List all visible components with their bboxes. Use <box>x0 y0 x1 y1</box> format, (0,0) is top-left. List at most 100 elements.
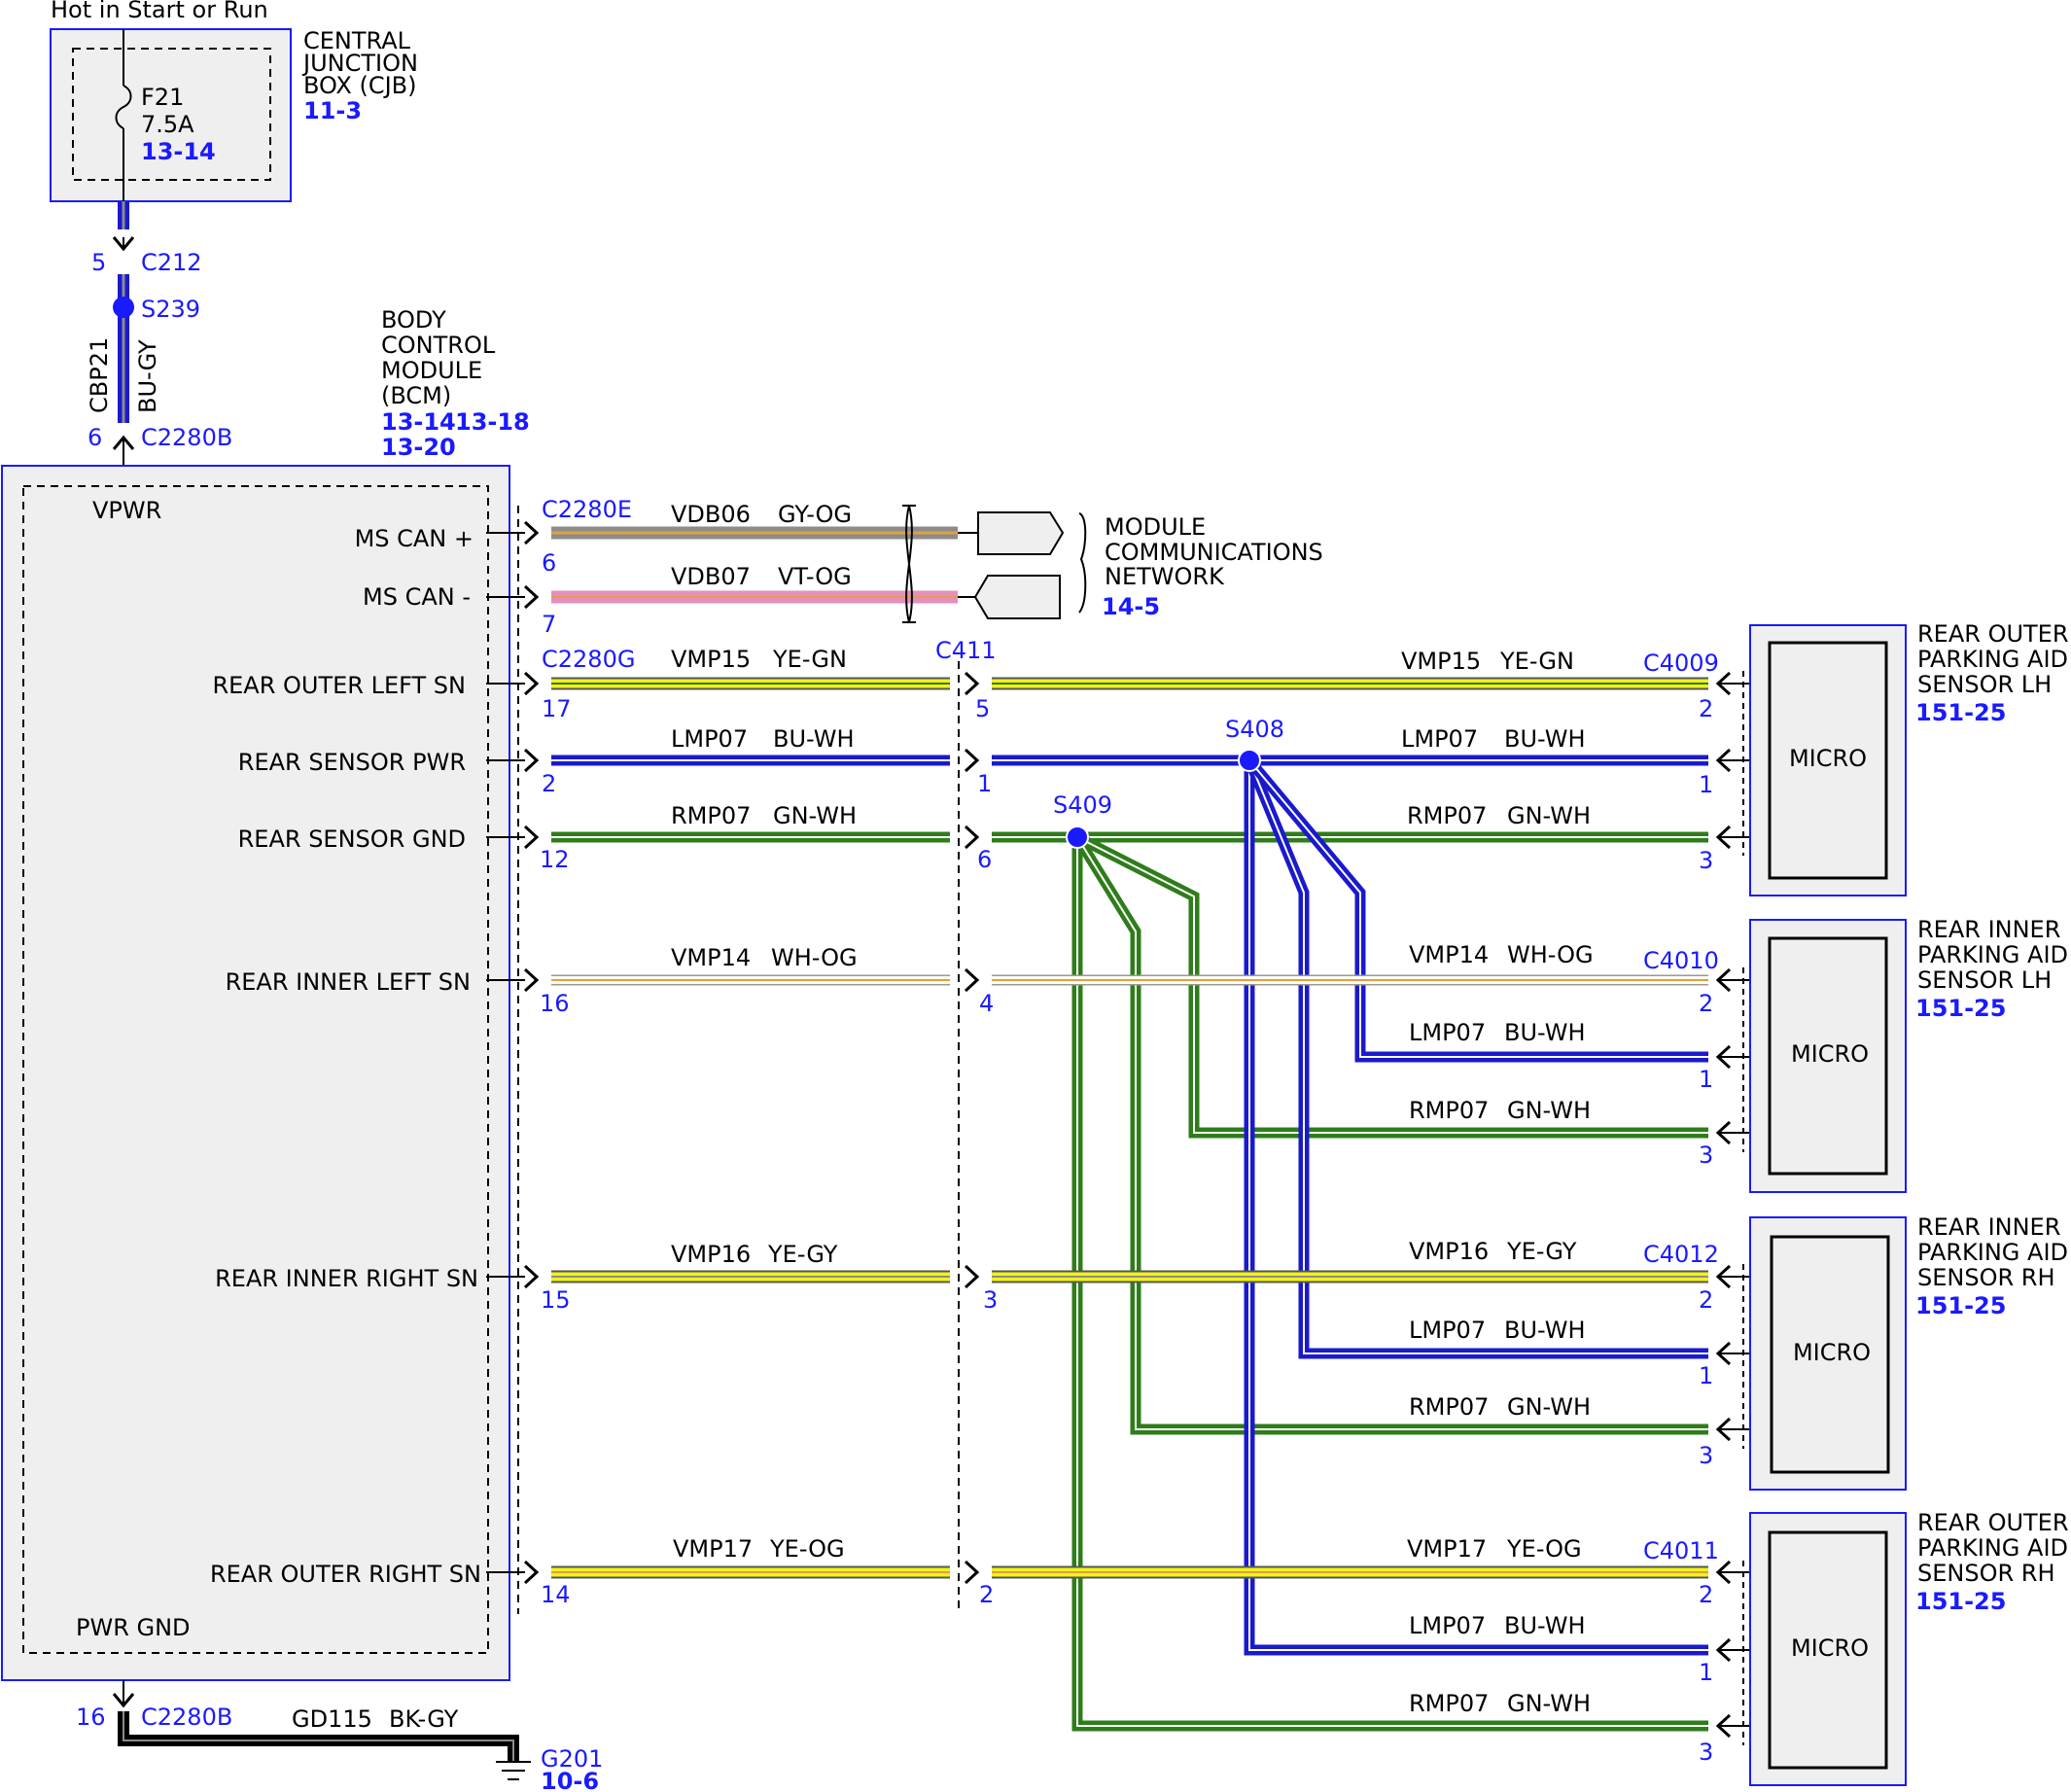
vmp15-color-b: YE-GN <box>1499 648 1574 675</box>
bcm-title-4: (BCM) <box>381 382 451 409</box>
bcm-ref-1: 13-14 <box>381 408 456 436</box>
vdb07-circuit: VDB07 <box>671 563 751 590</box>
wire-vmp14 <box>486 967 1770 993</box>
cjb-title-3: BOX (CJB) <box>303 72 417 99</box>
rmp07-color-s2: GN-WH <box>1507 1097 1591 1124</box>
lmp07-branches <box>1244 756 1708 1656</box>
sensor-4-title-3: SENSOR RH <box>1917 1560 2055 1587</box>
s4-sn-pin: 2 <box>1699 1581 1713 1608</box>
vmp16-circuit-b: VMP16 <box>1409 1238 1489 1265</box>
network-connector-minus-icon <box>973 575 1061 619</box>
c2280b-top-pin: 6 <box>88 424 102 451</box>
c4011-name: C4011 <box>1643 1537 1719 1564</box>
ground-icon <box>496 1761 531 1780</box>
c2280b-bottom-pin: 16 <box>76 1704 106 1731</box>
s3-sn-pin: 2 <box>1699 1286 1713 1314</box>
lmp07-color-a: BU-WH <box>773 725 855 753</box>
sensor-3-title-3: SENSOR RH <box>1917 1264 2055 1291</box>
fuse-id: F21 <box>141 84 184 111</box>
sensor-3-title-2: PARKING AID <box>1917 1239 2068 1266</box>
bcm-box <box>1 465 510 1681</box>
sensor-3-ref: 151-25 <box>1915 1292 2006 1319</box>
s409-splice <box>1066 826 1089 849</box>
pin-rear-inner-right: REAR INNER RIGHT SN <box>215 1265 478 1292</box>
c2280b-top-name: C2280B <box>141 424 232 451</box>
vdb07-color: VT-OG <box>778 563 852 590</box>
network-title-2: COMMUNICATIONS <box>1105 539 1323 566</box>
vmp15-color-a: YE-GN <box>772 646 847 673</box>
s3-gnd-pin: 3 <box>1699 1442 1713 1469</box>
gd115-circuit: GD115 <box>292 1705 372 1733</box>
cjb-inner-box <box>72 48 271 181</box>
c2280b-bottom-arrow-icon <box>112 1693 135 1708</box>
s239-splice <box>113 297 134 318</box>
network-title-3: NETWORK <box>1105 563 1225 590</box>
pin-rear-sensor-gnd: REAR SENSOR GND <box>238 826 466 853</box>
rmp07-circuit-a: RMP07 <box>671 802 751 829</box>
vmp17-color-a: YE-OG <box>769 1535 845 1563</box>
network-connector-plus-icon <box>977 511 1065 555</box>
feed-circuit: CBP21 <box>86 337 113 413</box>
rmp07-color-s4: GN-WH <box>1507 1690 1591 1717</box>
c2280g-pin-14: 14 <box>541 1581 571 1608</box>
sensor-3-micro: MICRO <box>1793 1339 1871 1366</box>
sensor-1-title-1: REAR OUTER <box>1917 620 2069 648</box>
supply-label: Hot in Start or Run <box>51 0 268 23</box>
rmp07-circuit-s2: RMP07 <box>1409 1097 1489 1124</box>
network-brace-icon <box>1078 512 1087 614</box>
s2-sn-pin: 2 <box>1699 990 1713 1017</box>
wire-rmp07-main <box>486 825 1770 850</box>
lmp07-circuit-b: LMP07 <box>1401 725 1478 753</box>
sensor-1-micro: MICRO <box>1789 745 1867 772</box>
vmp17-circuit-a: VMP17 <box>673 1535 753 1563</box>
c2280g-pin-15: 15 <box>541 1286 571 1314</box>
c2280g-pin-17: 17 <box>542 695 572 722</box>
bcm-ref-3: 13-20 <box>381 434 456 461</box>
s239-name: S239 <box>141 296 200 323</box>
vmp14-color-b: WH-OG <box>1507 941 1594 968</box>
fuse-rating: 7.5A <box>141 111 194 138</box>
vmp15-circuit-a: VMP15 <box>671 646 751 673</box>
c411-pin-3: 3 <box>983 1286 998 1314</box>
cjb-title-2: JUNCTION <box>301 50 418 77</box>
g201-ref: 10-6 <box>541 1768 599 1792</box>
gd115-wire-stripe <box>123 1711 514 1762</box>
s2-gnd-pin: 3 <box>1699 1142 1713 1169</box>
vmp14-color-a: WH-OG <box>771 944 858 971</box>
sensor-4-title-2: PARKING AID <box>1917 1534 2068 1562</box>
c212-pin: 5 <box>91 249 106 276</box>
sensor-rear-inner-rh: MICRO REAR INNER PARKING AID SENSOR RH 1… <box>1742 1213 2068 1491</box>
sensor-rear-outer-lh: MICRO REAR OUTER PARKING AID SENSOR LH 1… <box>1742 620 2069 896</box>
c411-name: C411 <box>935 637 997 664</box>
sensor-2-title-2: PARKING AID <box>1917 941 2068 968</box>
wire-vmp16 <box>486 1264 1770 1289</box>
bcm-ref-2: 13-18 <box>455 408 530 436</box>
c4012-name: C4012 <box>1643 1241 1719 1268</box>
s1-gnd-pin: 3 <box>1699 847 1713 874</box>
bcm-pwr-gnd: PWR GND <box>76 1614 191 1641</box>
bcm-vpwr: VPWR <box>92 497 161 524</box>
c411-pin-5: 5 <box>975 695 990 722</box>
c2280g-pin-2: 2 <box>542 770 556 797</box>
sensor-3-title-1: REAR INNER <box>1917 1213 2060 1241</box>
sensor-rear-inner-lh: MICRO REAR INNER PARKING AID SENSOR LH 1… <box>1742 916 2068 1193</box>
sensor-1-ref: 151-25 <box>1915 699 2006 726</box>
cjb-ref: 11-3 <box>303 97 362 124</box>
s408-splice <box>1238 749 1261 772</box>
rmp07-circuit-s3: RMP07 <box>1409 1393 1489 1421</box>
lmp07-circuit-s2: LMP07 <box>1409 1019 1486 1046</box>
fuse-icon <box>115 85 132 129</box>
fuse-ref: 13-14 <box>141 138 216 165</box>
vmp14-circuit-a: VMP14 <box>671 944 751 971</box>
vdb06-circuit: VDB06 <box>671 501 751 528</box>
sensor-2-micro: MICRO <box>1791 1040 1869 1068</box>
c4010-name: C4010 <box>1643 947 1719 974</box>
network-ref: 14-5 <box>1102 593 1160 620</box>
sensor-4-ref: 151-25 <box>1915 1588 2006 1615</box>
cjb-title-1: CENTRAL <box>303 27 411 54</box>
lmp07-color-b: BU-WH <box>1504 725 1586 753</box>
c411-pin-4: 4 <box>979 990 994 1017</box>
bcm-title-1: BODY <box>381 306 446 334</box>
ms-can-plus-wire <box>486 520 978 545</box>
